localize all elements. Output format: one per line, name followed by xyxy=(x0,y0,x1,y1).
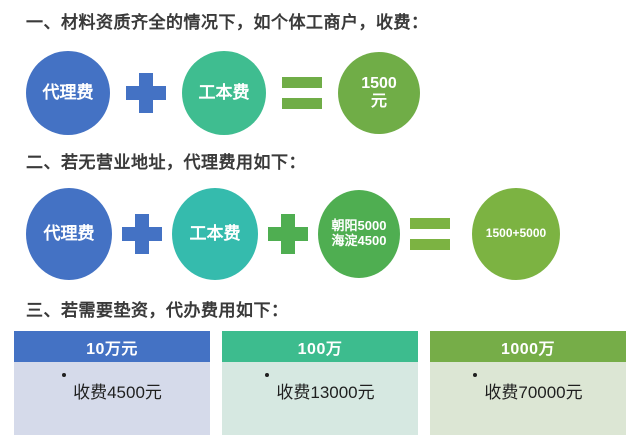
fee-column-body: 收费4500元 xyxy=(14,362,210,435)
circle-label-line: 元 xyxy=(370,93,387,110)
equals-icon xyxy=(282,76,322,110)
circle-total-row1: 1500 元 xyxy=(338,52,420,134)
fee-column-1: 10万元 收费4500元 xyxy=(14,331,210,435)
formula-row-2: 代理费 工本费 朝阳5000 海淀4500 1500+5000 xyxy=(0,182,640,286)
circle-agency-fee-row1: 代理费 xyxy=(26,51,110,135)
circle-label-line: 海淀4500 xyxy=(331,233,387,248)
fee-column-2: 100万 收费13000元 xyxy=(222,331,418,435)
equals-icon xyxy=(410,217,450,251)
circle-label-line: 工本费 xyxy=(198,83,250,103)
plus-icon xyxy=(126,73,166,113)
section-heading-3: 三、若需要垫资，代办费用如下： xyxy=(26,301,289,320)
circle-label-line: 1500+5000 xyxy=(485,226,547,241)
bullet-icon xyxy=(473,373,478,377)
circle-agency-fee-row2: 代理费 xyxy=(26,188,112,280)
circle-label-line: 工本费 xyxy=(189,224,241,244)
circle-production-fee-row1: 工本费 xyxy=(182,51,266,135)
circle-production-fee-row2: 工本费 xyxy=(172,188,258,280)
fee-column-header: 10万元 xyxy=(14,331,210,362)
fee-column-body: 收费13000元 xyxy=(222,362,418,435)
circle-label-line: 代理费 xyxy=(42,83,94,103)
plus-icon xyxy=(122,214,162,254)
fee-column-header: 100万 xyxy=(222,331,418,362)
fee-column-header: 1000万 xyxy=(430,331,626,362)
circle-label-line: 1500 xyxy=(361,75,397,93)
section-heading-2: 二、若无营业地址，代理费用如下： xyxy=(26,153,306,172)
fee-column-3: 1000万 收费70000元 xyxy=(430,331,626,435)
bullet-icon xyxy=(265,373,270,377)
circle-address-fee-row2: 朝阳5000 海淀4500 xyxy=(318,190,400,278)
plus-icon xyxy=(268,214,308,254)
circle-label-line: 朝阳5000 xyxy=(331,218,387,234)
formula-row-1: 代理费 工本费 1500 元 xyxy=(0,45,640,141)
fee-value: 收费4500元 xyxy=(73,383,162,402)
fee-column-body: 收费70000元 xyxy=(430,362,626,435)
bullet-icon xyxy=(62,373,67,377)
fee-table: 10万元 收费4500元 100万 收费13000元 1000万 收费70000… xyxy=(14,331,626,435)
circle-total-row2: 1500+5000 xyxy=(472,188,560,280)
circle-label-line: 代理费 xyxy=(43,224,95,244)
fee-value: 收费70000元 xyxy=(484,383,583,402)
fee-value: 收费13000元 xyxy=(276,383,375,402)
section-heading-1: 一、材料资质齐全的情况下，如个体工商户，收费： xyxy=(26,13,429,32)
